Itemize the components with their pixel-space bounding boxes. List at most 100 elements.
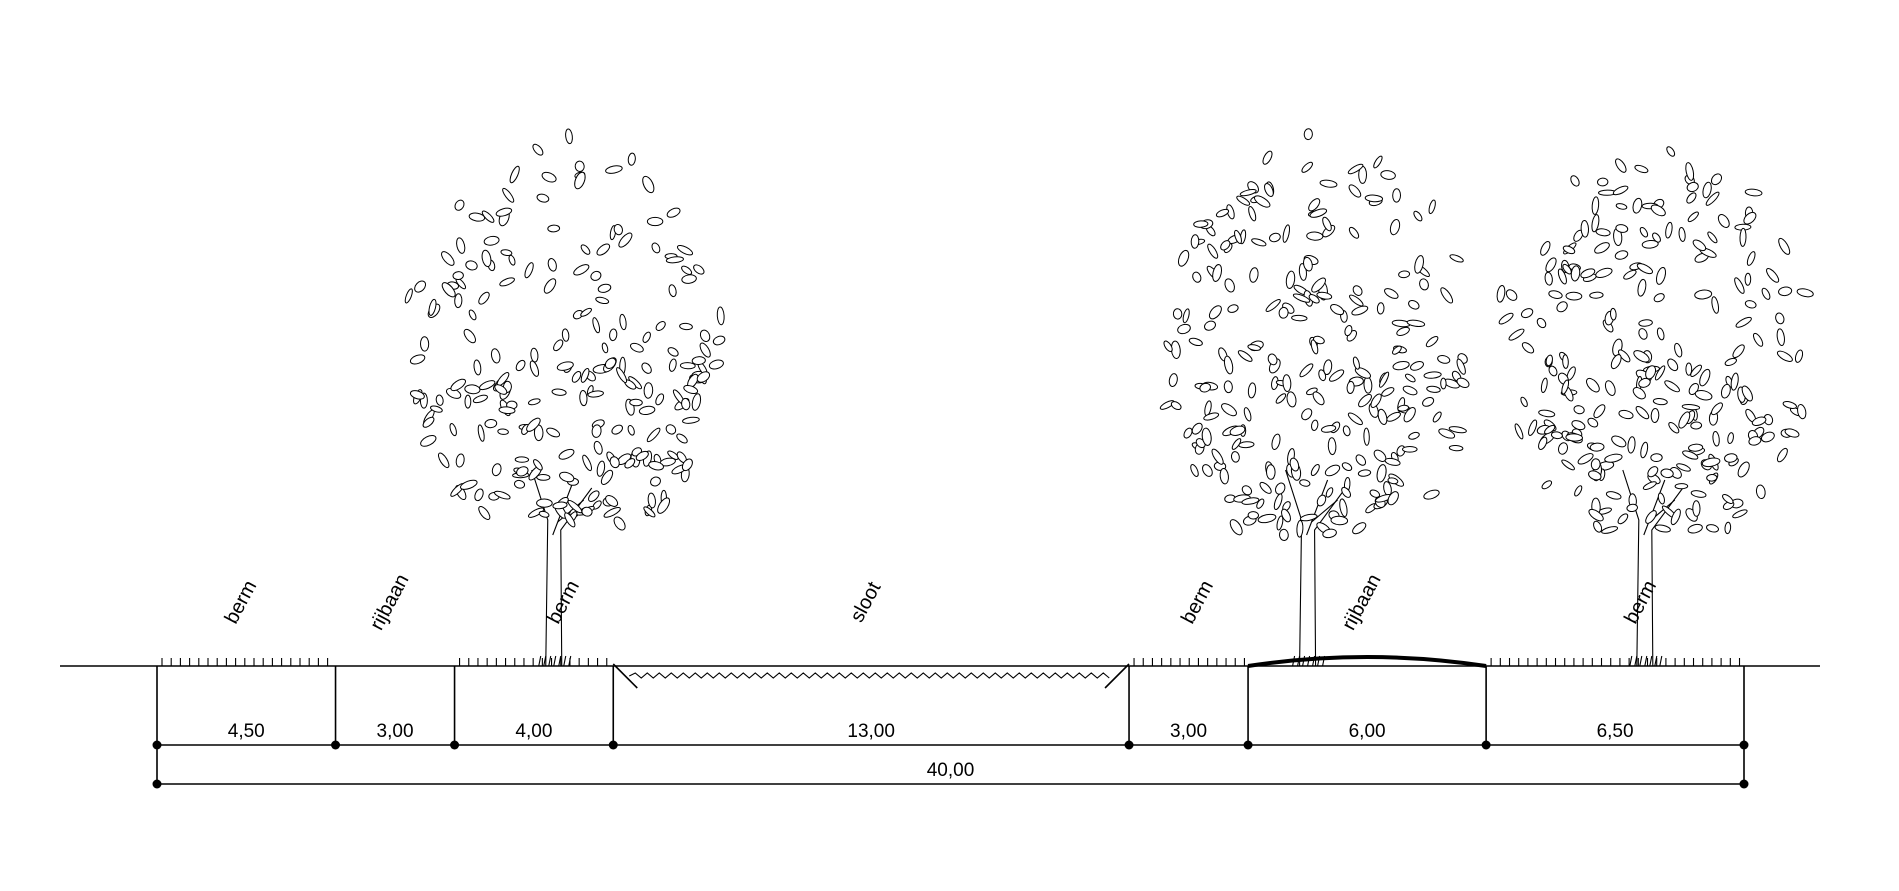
leaf <box>691 356 706 366</box>
leaf <box>1737 461 1750 478</box>
leaf <box>1422 397 1435 407</box>
leaf <box>609 328 618 342</box>
trees <box>404 128 1814 667</box>
leaf <box>547 224 561 233</box>
leaf <box>1694 389 1713 401</box>
leaf <box>1256 498 1265 509</box>
leaf <box>1202 464 1213 477</box>
leaf <box>1221 403 1237 417</box>
leaf <box>1239 188 1257 197</box>
leaf <box>1591 196 1600 215</box>
leaf <box>1265 464 1276 480</box>
leaf <box>468 309 477 321</box>
leaf <box>565 128 573 145</box>
grass-tuft <box>1312 655 1316 667</box>
leaf <box>1720 383 1731 399</box>
leaf <box>627 152 636 166</box>
leaf <box>478 380 496 391</box>
leaf <box>1379 371 1390 388</box>
leaf <box>650 476 661 487</box>
leaf <box>516 466 529 477</box>
leaf <box>1692 500 1701 517</box>
leaf <box>648 460 664 471</box>
leaf <box>533 459 543 471</box>
leaf <box>527 398 541 406</box>
leaf <box>1640 441 1649 459</box>
leaf <box>1190 464 1199 477</box>
leaf <box>1571 420 1586 431</box>
leaf <box>441 251 455 266</box>
leaf <box>495 207 513 217</box>
leaf <box>1650 204 1666 217</box>
leaf <box>1311 419 1319 431</box>
leaf <box>1796 288 1814 298</box>
leaf <box>1690 364 1702 377</box>
leaf <box>527 507 545 518</box>
leaf <box>1617 513 1629 525</box>
leaf <box>1253 195 1271 208</box>
leaf <box>1618 349 1631 363</box>
leaf <box>1299 479 1311 487</box>
leaf <box>1440 287 1454 304</box>
leaf <box>477 424 485 442</box>
leaf <box>1562 263 1572 275</box>
leaf <box>1408 300 1420 310</box>
leaf <box>454 199 465 211</box>
leaf <box>1682 450 1699 460</box>
leaf <box>1323 359 1333 376</box>
leaf <box>1183 427 1193 439</box>
leaf <box>1633 350 1650 363</box>
leaf <box>1687 211 1699 223</box>
leaf <box>643 382 654 399</box>
leaf <box>1346 380 1355 394</box>
grass-tuft <box>568 655 572 667</box>
leaf <box>1423 489 1440 500</box>
leaf <box>1369 489 1381 498</box>
leaf <box>1349 294 1364 307</box>
leaf <box>428 298 437 316</box>
leaf <box>1710 173 1723 186</box>
leaf <box>1739 227 1747 247</box>
leaf <box>1707 231 1718 244</box>
leaf <box>1170 401 1182 411</box>
leaf <box>1248 206 1257 222</box>
leaf <box>1761 287 1771 300</box>
leaf <box>1743 211 1757 225</box>
leaf <box>474 488 484 502</box>
leaf <box>1746 251 1756 266</box>
leaf <box>593 440 603 455</box>
leaf <box>1660 468 1674 479</box>
leaf <box>1722 493 1734 505</box>
leaf <box>1301 161 1313 173</box>
leaf <box>1236 195 1251 206</box>
leaf <box>1237 350 1253 362</box>
leaf <box>1327 437 1337 456</box>
leaf <box>1580 220 1590 238</box>
leaf <box>1402 446 1418 453</box>
leaf <box>404 288 413 304</box>
leaf <box>1425 335 1439 348</box>
leaf <box>1316 494 1327 507</box>
leaf <box>1548 290 1563 299</box>
leaf <box>494 384 508 395</box>
leaf <box>1778 237 1791 255</box>
leaf <box>1741 385 1753 402</box>
leaf <box>1224 278 1235 293</box>
leaf <box>491 463 502 477</box>
leaf <box>1257 513 1277 524</box>
leaf <box>571 371 582 383</box>
leaf <box>1701 457 1721 468</box>
leaf <box>699 329 711 342</box>
leaf <box>1717 214 1730 228</box>
leaf <box>676 433 688 444</box>
leaf <box>627 424 635 436</box>
leaf <box>1565 433 1583 442</box>
leaf <box>1647 466 1659 478</box>
leaf <box>1730 372 1739 391</box>
leaf <box>580 307 592 317</box>
leaf <box>1285 270 1296 289</box>
leaf <box>1712 431 1720 447</box>
leaf <box>655 321 666 331</box>
leaf <box>465 260 478 271</box>
leaf <box>1656 327 1665 341</box>
